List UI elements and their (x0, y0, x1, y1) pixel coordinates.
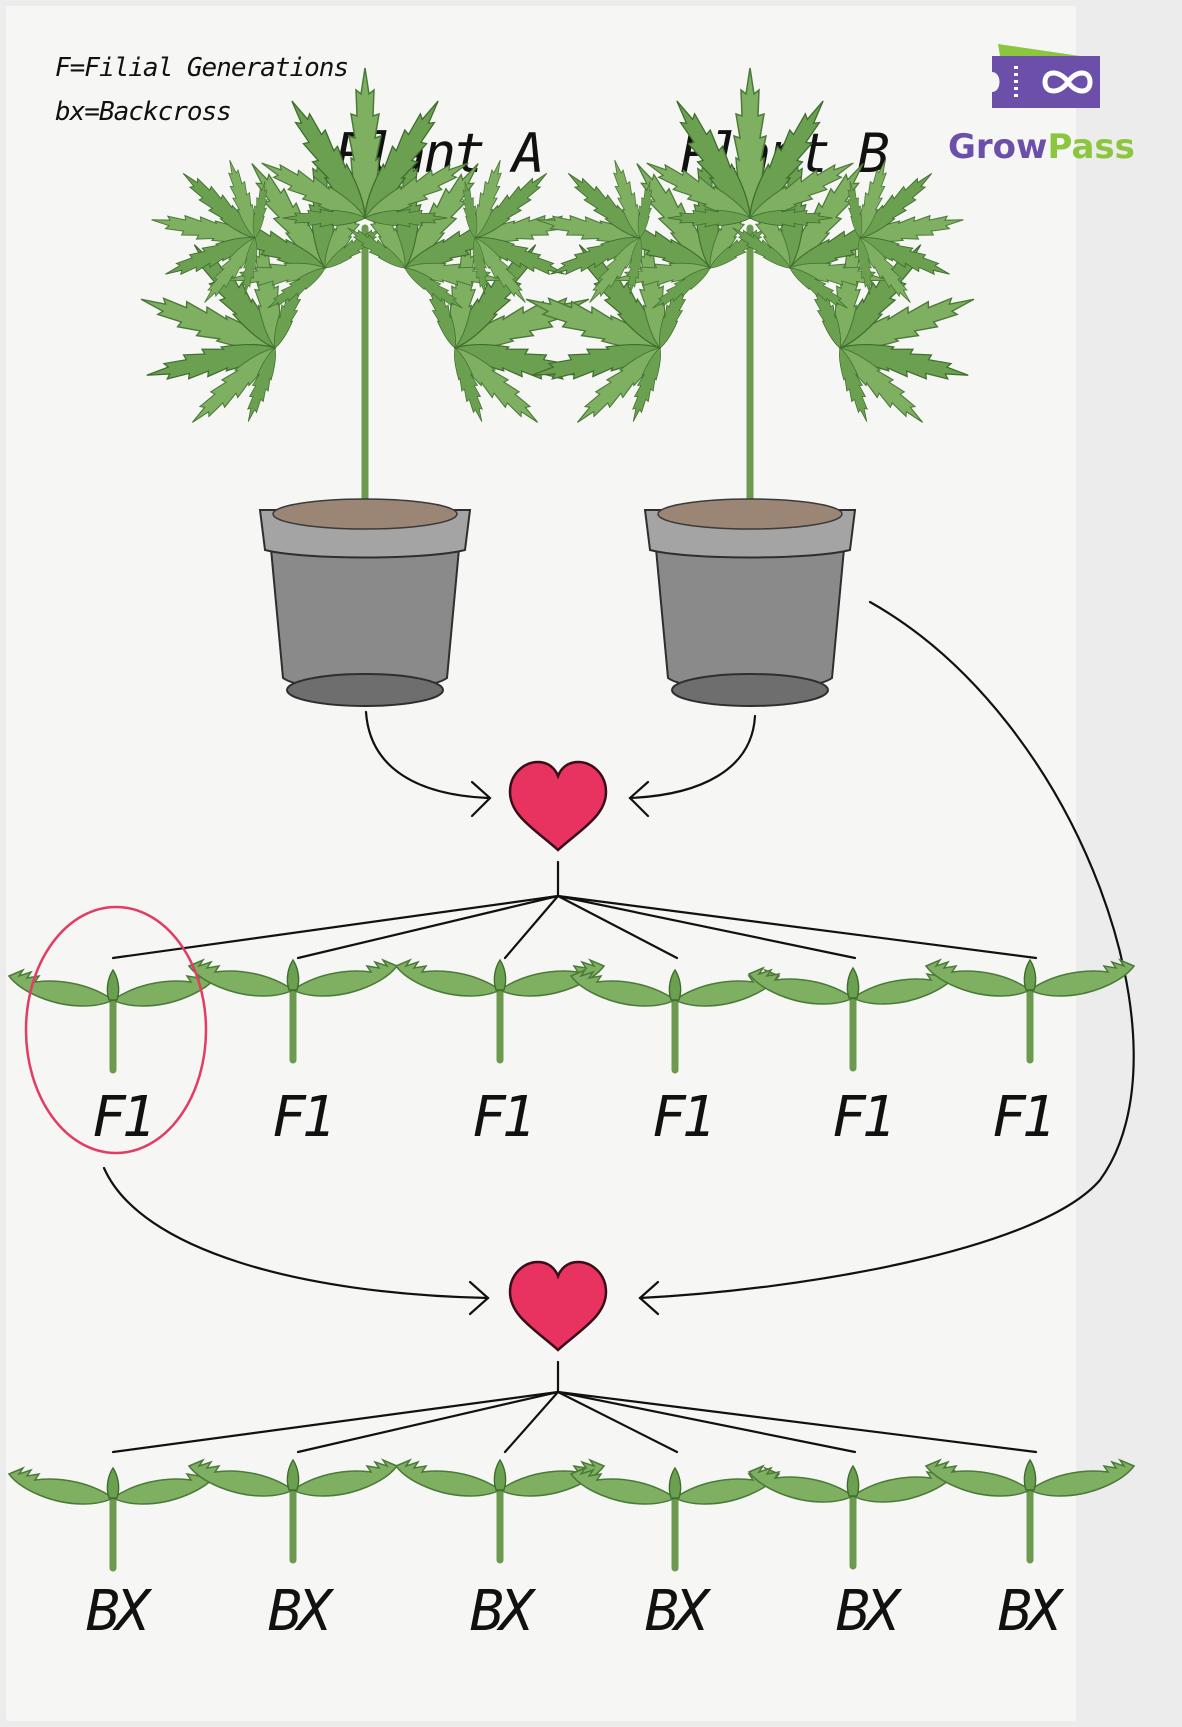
f1-label: F1 (652, 1085, 711, 1150)
brand-name-grow: Grow (948, 127, 1047, 167)
legend-filial: F=Filial Generations (55, 53, 348, 83)
ticket-icon (992, 44, 1100, 108)
bx-label: BX (998, 1579, 1065, 1644)
legend-backcross: bx=Backcross (55, 97, 231, 127)
f1-label: F1 (272, 1085, 331, 1150)
f1-label: F1 (472, 1085, 531, 1150)
bx-label: BX (645, 1579, 712, 1644)
bx-label: BX (836, 1579, 903, 1644)
f1-label: F1 (832, 1085, 891, 1150)
brand-name: GrowPass (948, 127, 1135, 167)
bx-label: BX (470, 1579, 537, 1644)
f1-label: F1 (992, 1085, 1051, 1150)
brand-name-pass: Pass (1047, 127, 1134, 167)
bx-label: BX (268, 1579, 335, 1644)
bx-label: BX (86, 1579, 153, 1644)
f1-label: F1 (92, 1085, 151, 1150)
